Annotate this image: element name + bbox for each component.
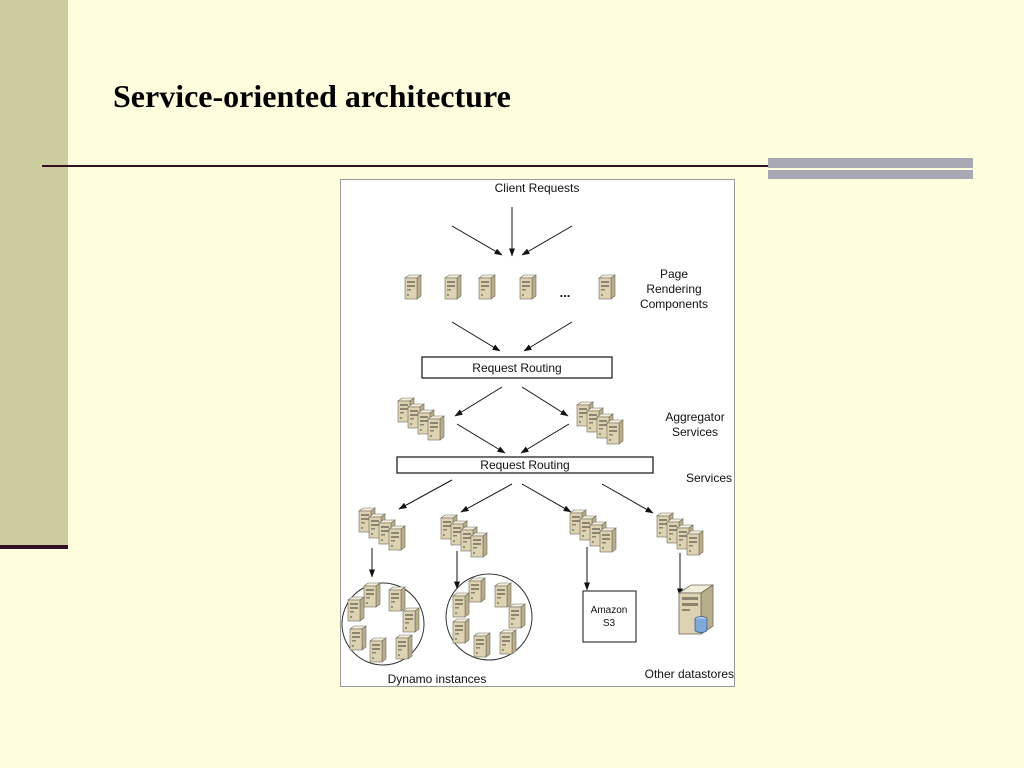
server-icon [473, 632, 491, 658]
client-requests-label: Client Requests [495, 181, 580, 195]
server-icon [404, 274, 422, 300]
services-label: Services [686, 471, 732, 485]
page-rendering-label-line2: Rendering [646, 282, 701, 296]
title-rule [42, 165, 973, 167]
left-bar-underline [0, 545, 68, 549]
arrow-agg-right-routing [520, 423, 570, 454]
server-icon [444, 274, 462, 300]
server-icon [598, 274, 616, 300]
server-icon [470, 532, 488, 558]
service-cluster-2 [440, 514, 488, 558]
amazon-s3-label-line2: S3 [603, 618, 616, 629]
aggregator-label-line1: Aggregator [665, 410, 724, 424]
server-icon [468, 577, 486, 603]
server-icon [519, 274, 537, 300]
arrow-client-right [521, 225, 573, 256]
server-icon [452, 618, 470, 644]
request-routing-box-1 [421, 356, 613, 379]
server-icon [349, 625, 367, 651]
server-icon [478, 274, 496, 300]
server-icon [388, 525, 406, 551]
aggregator-cluster-left [397, 397, 445, 441]
other-datastores-label: Other datastores [645, 667, 734, 681]
server-icon [388, 586, 406, 612]
arrow-routing-agg-left [454, 386, 503, 417]
arrow-routing-svc-1 [398, 479, 453, 510]
architecture-diagram-svg: Client Requests ... Page Rendering Compo… [341, 181, 734, 686]
dynamo-instance-ring-2 [445, 573, 533, 661]
left-decorative-bar [0, 0, 68, 545]
server-icon [402, 607, 420, 633]
aggregator-label-line2: Services [672, 425, 718, 439]
accent-stripe [768, 169, 973, 179]
arrow-routing-svc-2 [460, 483, 513, 513]
arrow-routing-agg-right [521, 386, 569, 417]
server-icon [347, 596, 365, 622]
page-rendering-label-line3: Components [640, 297, 708, 311]
service-cluster-3 [569, 509, 617, 553]
slide-title: Service-oriented architecture [113, 78, 511, 114]
arrow-routing-svc-3 [521, 483, 572, 513]
accent-stripe [768, 158, 973, 168]
ellipsis-label: ... [560, 285, 571, 300]
arrow-render-right [523, 321, 573, 352]
request-routing-box-2 [396, 456, 654, 474]
arrow-agg-left-routing [456, 423, 506, 454]
server-icon [599, 527, 617, 553]
accent-stripes [768, 158, 973, 179]
server-icon [395, 634, 413, 660]
service-cluster-1 [358, 507, 406, 551]
server-icon [686, 530, 704, 556]
request-routing-label-1: Request Routing [472, 361, 561, 375]
server-icon [494, 582, 512, 608]
server-icon [508, 603, 526, 629]
service-cluster-4 [656, 512, 704, 556]
server-icon [606, 419, 624, 445]
server-icon [452, 592, 470, 618]
dynamo-instance-ring-1 [341, 582, 425, 666]
architecture-diagram: Client Requests ... Page Rendering Compo… [340, 179, 735, 687]
arrow-routing-svc-4 [601, 483, 654, 514]
amazon-s3-box [582, 590, 637, 643]
request-routing-label-2: Request Routing [480, 458, 569, 472]
server-icon [499, 629, 517, 655]
database-server-icon [677, 584, 715, 635]
dynamo-instances-label: Dynamo instances [388, 672, 487, 686]
page-rendering-label-line1: Page [660, 267, 688, 281]
server-icon [369, 637, 387, 663]
server-icon [427, 415, 445, 441]
arrow-render-left [451, 321, 501, 352]
aggregator-cluster-right [576, 401, 624, 445]
amazon-s3-label-line1: Amazon [591, 605, 628, 616]
server-icon [363, 582, 381, 608]
page-rendering-servers [404, 274, 616, 300]
arrow-client-left [451, 225, 503, 256]
